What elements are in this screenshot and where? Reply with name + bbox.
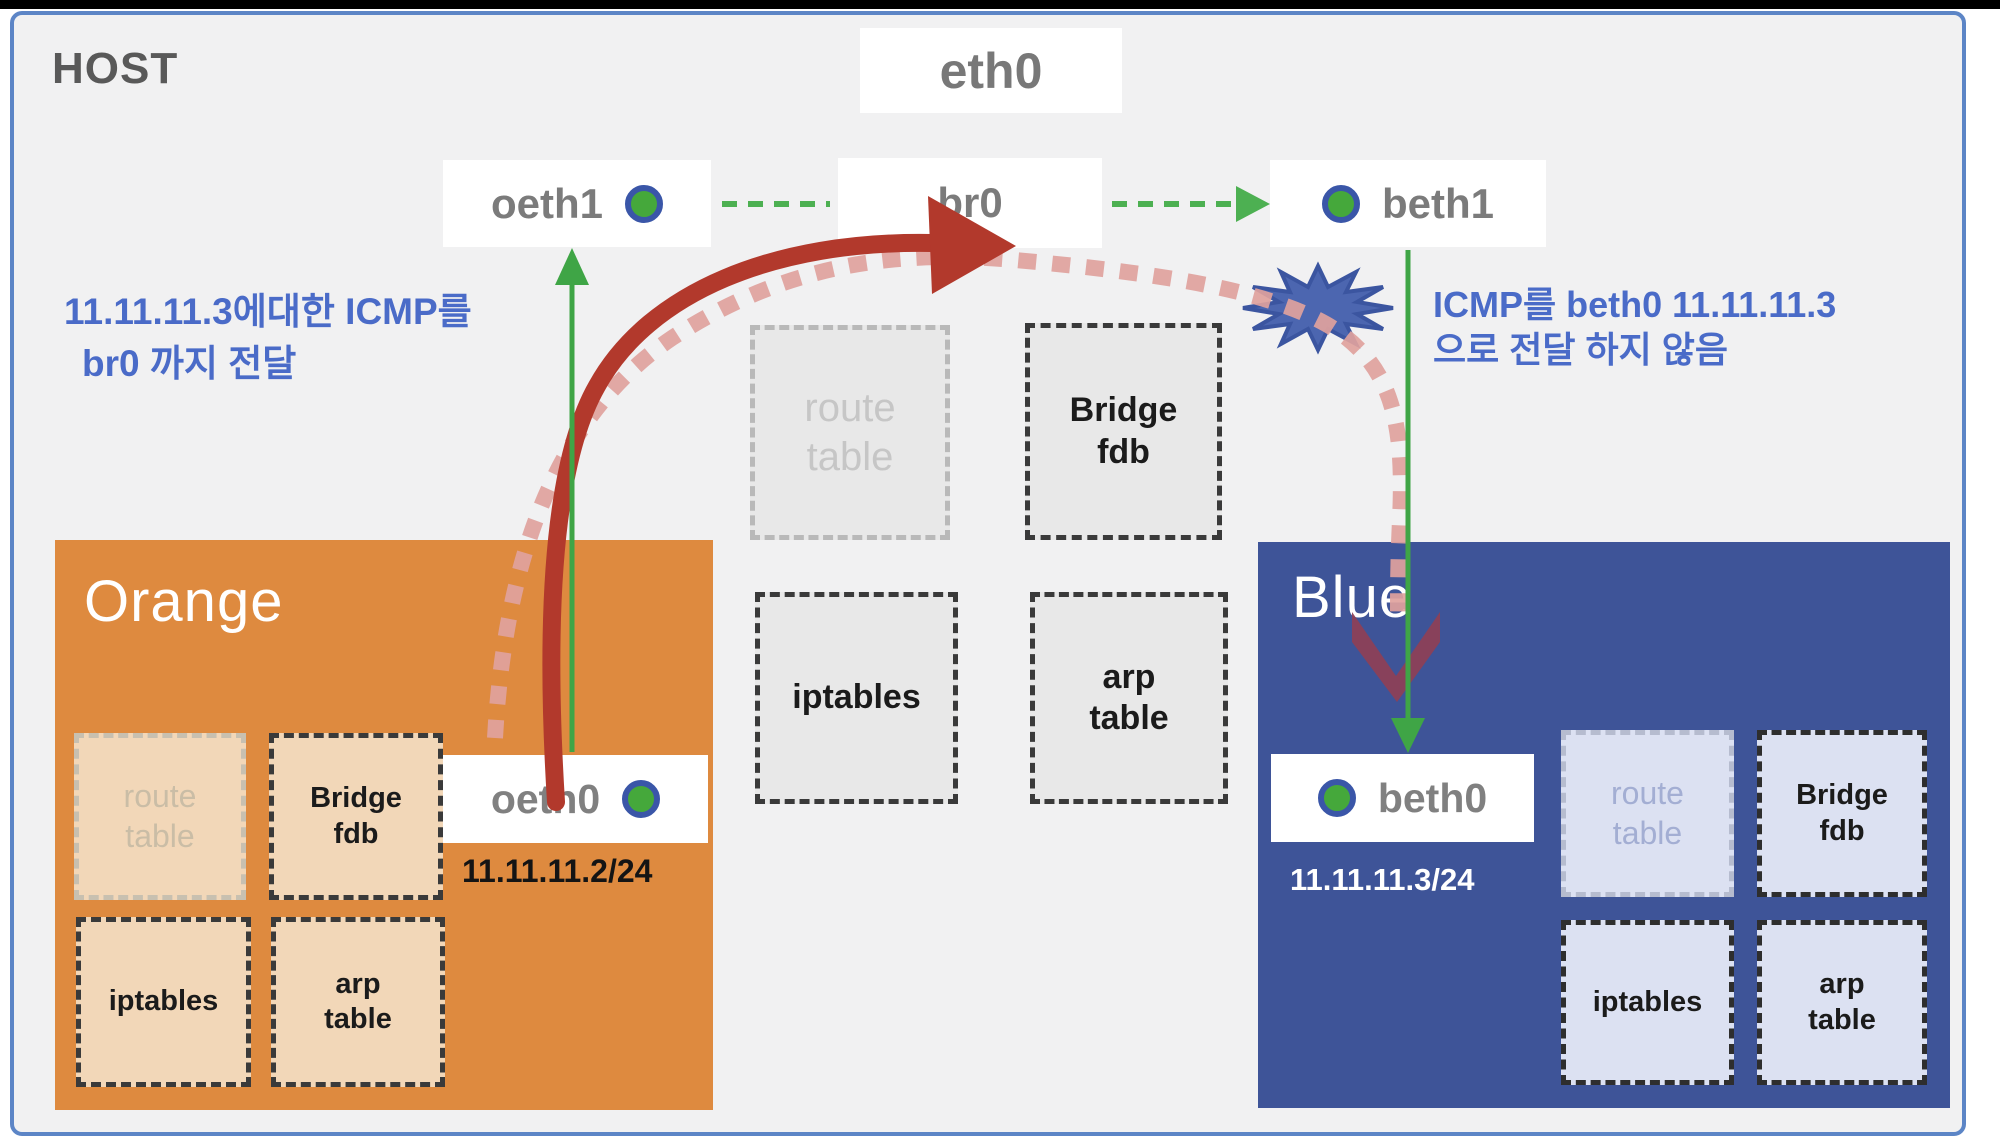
node-eth0: eth0 xyxy=(860,28,1122,113)
node-oeth0: oeth0 xyxy=(443,755,708,843)
eth0-label: eth0 xyxy=(939,42,1043,99)
annotation-right-line2: 으로 전달 하지 않음 xyxy=(1433,329,1728,370)
host-bridge-fdb-box: Bridge fdb xyxy=(1025,323,1222,540)
orange-arp-table-box: arp table xyxy=(271,917,445,1087)
annotation-left-line1: 11.11.11.3에대한 ICMP를 xyxy=(64,291,472,332)
blue-title: Blue xyxy=(1292,565,1413,630)
blue-route-table-box: route table xyxy=(1561,730,1734,897)
blue-bridge-fdb-label: Bridge fdb xyxy=(1796,779,1888,847)
orange-iptables-label: iptables xyxy=(108,985,219,1018)
beth1-label: beth1 xyxy=(1381,179,1494,227)
annotation-right-line1: ICMP를 beth0 11.11.11.3 xyxy=(1433,284,1837,325)
host-iptables-label: iptables xyxy=(792,678,921,717)
veth-endpoint-icon xyxy=(625,184,663,223)
oeth0-label: oeth0 xyxy=(490,775,601,822)
oeth1-label: oeth1 xyxy=(490,179,603,227)
node-beth1: beth1 xyxy=(1270,160,1546,247)
orange-title: Orange xyxy=(84,569,284,634)
orange-bridge-fdb-box: Bridge fdb xyxy=(269,733,443,900)
host-arp-table-box: arp table xyxy=(1030,592,1228,804)
orange-bridge-fdb-label: Bridge fdb xyxy=(310,782,402,850)
orange-iptables-box: iptables xyxy=(76,917,251,1087)
top-black-bar xyxy=(0,0,2000,9)
host-route-table-box: route table xyxy=(750,325,950,540)
orange-arp-table-label: arp table xyxy=(324,967,392,1035)
veth-endpoint-icon xyxy=(1317,779,1356,817)
orange-ip-address: 11.11.11.2/24 xyxy=(462,853,653,889)
blue-bridge-fdb-box: Bridge fdb xyxy=(1757,730,1927,897)
orange-route-table-box: route table xyxy=(74,733,246,900)
beth0-label: beth0 xyxy=(1377,774,1488,821)
blue-iptables-label: iptables xyxy=(1592,985,1703,1018)
veth-endpoint-icon xyxy=(622,780,661,818)
annotation-left: 11.11.11.3에대한 ICMP를 br0 까지 전달 xyxy=(64,286,472,390)
node-br0: br0 xyxy=(838,158,1102,248)
orange-route-table-label: route table xyxy=(123,778,197,854)
host-route-table-label: route table xyxy=(804,385,896,479)
annotation-right: ICMP를 beth0 11.11.11.3 으로 전달 하지 않음 xyxy=(1433,282,1836,372)
host-iptables-box: iptables xyxy=(755,592,958,804)
host-bridge-fdb-label: Bridge fdb xyxy=(1069,391,1178,471)
annotation-left-line2: br0 까지 전달 xyxy=(82,343,297,384)
node-oeth1: oeth1 xyxy=(443,160,711,247)
blue-ip-address: 11.11.11.3/24 xyxy=(1290,862,1475,897)
node-beth0: beth0 xyxy=(1271,754,1534,842)
blue-iptables-box: iptables xyxy=(1561,920,1734,1085)
blue-arp-table-box: arp table xyxy=(1757,920,1927,1085)
host-arp-table-label: arp table xyxy=(1089,657,1169,737)
host-title: HOST xyxy=(52,44,179,93)
veth-endpoint-icon xyxy=(1321,184,1360,223)
blue-route-table-label: route table xyxy=(1611,775,1684,851)
blue-arp-table-label: arp table xyxy=(1808,968,1876,1036)
br0-label: br0 xyxy=(937,179,1003,226)
